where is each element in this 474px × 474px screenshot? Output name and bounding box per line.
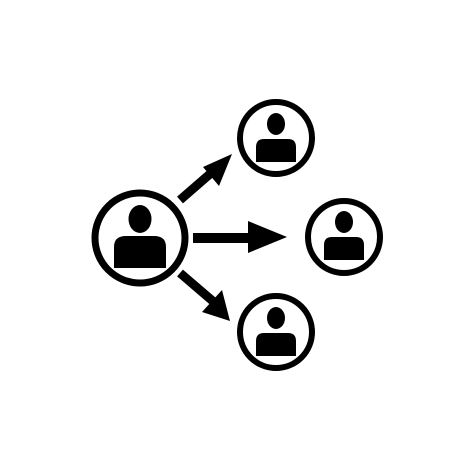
target-node-top xyxy=(237,99,315,177)
target-node-top-ring xyxy=(237,99,315,177)
person-icon xyxy=(256,307,296,356)
arrow-to-top-icon xyxy=(177,154,232,204)
target-node-bottom-ring xyxy=(237,293,315,371)
target-node-bottom xyxy=(237,293,315,371)
arrow-to-bottom-icon xyxy=(177,269,230,321)
target-node-middle xyxy=(305,198,383,276)
person-icon xyxy=(114,205,166,268)
arrow-to-middle-icon xyxy=(193,221,287,253)
person-icon xyxy=(324,211,364,260)
person-icon xyxy=(256,113,296,162)
source-node xyxy=(91,189,189,287)
